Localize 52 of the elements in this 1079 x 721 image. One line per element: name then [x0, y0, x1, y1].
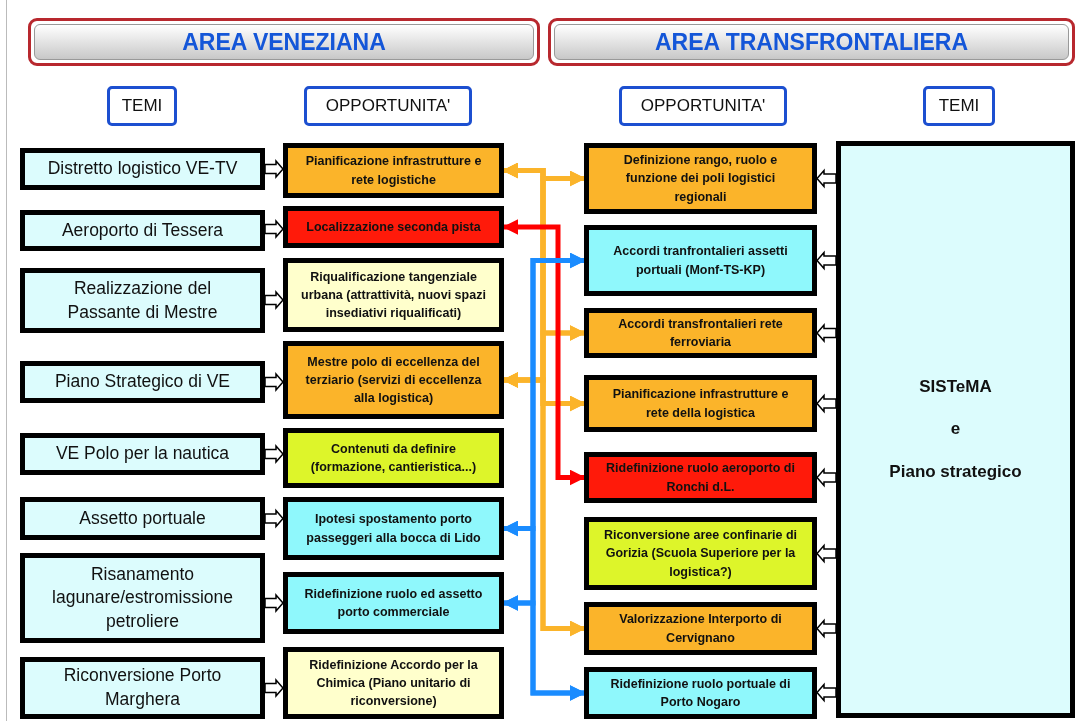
block-arrow	[264, 593, 284, 613]
opportunity-box: Contenuti da definire (formazione, cantieristica...)	[283, 428, 504, 488]
block-arrow	[816, 250, 837, 271]
opportunity-box: Accordi transfrontalieri rete ferroviaria	[584, 308, 817, 358]
opportunity-box: Definizione rango, ruolo e funzione dei poli logistici regionali	[584, 143, 817, 214]
column-header: OPPORTUNITA'	[304, 86, 472, 126]
block-arrow	[264, 372, 284, 392]
block-arrow	[264, 508, 284, 529]
box-text: SISTeMA	[919, 375, 992, 398]
opportunity-box: Localizzazione seconda pista	[283, 206, 504, 248]
block-arrow	[264, 290, 284, 310]
theme-box: VE Polo per la nautica	[20, 433, 265, 475]
theme-box: Assetto portuale	[20, 497, 265, 540]
block-arrow	[264, 219, 284, 239]
block-arrow	[264, 159, 284, 179]
box-text: Piano strategico	[889, 460, 1022, 483]
theme-box: Aeroporto di Tessera	[20, 210, 265, 251]
block-arrow	[264, 444, 284, 464]
connector-arrow	[502, 219, 586, 486]
section-header: AREA TRANSFRONTALIERA	[548, 18, 1075, 66]
block-arrow	[816, 393, 837, 414]
block-arrow	[816, 467, 837, 488]
theme-box: Risanamento lagunare/estromissione petroliere	[20, 553, 265, 643]
theme-box: Realizzazione del Passante di Mestre	[20, 268, 265, 333]
box-text: e	[950, 418, 961, 441]
block-arrow	[816, 543, 837, 564]
connector-arrow	[502, 595, 586, 701]
opportunity-box: Riconversione aree confinarie di Gorizia (Scuola Superiore per la logistica?)	[584, 517, 817, 590]
block-arrow	[816, 323, 837, 343]
block-arrow	[816, 618, 837, 639]
theme-box: Distretto logistico VE-TV	[20, 148, 265, 190]
opportunity-box: Mestre polo di eccellenza del terziario (servizi di eccellenza alla logistica)	[283, 341, 504, 419]
section-header: AREA VENEZIANA	[28, 18, 540, 66]
block-arrow	[816, 682, 837, 703]
opportunity-box: Ridefinizione ruolo portuale di Porto Nogaro	[584, 667, 817, 719]
column-header: TEMI	[107, 86, 177, 126]
opportunity-box: Ridefinizione ruolo ed assetto porto commerciale	[283, 572, 504, 634]
block-arrow	[816, 168, 837, 189]
opportunity-box: Ridefinizione ruolo aeroporto di Ronchi d.L.	[584, 452, 817, 503]
opportunity-box: Riqualificazione tangenziale urbana (attrattività, nuovi spazi insediativi riqualificati)	[283, 258, 504, 332]
block-arrow	[264, 678, 284, 698]
opportunity-box: Pianificazione infrastrutture e rete logistiche	[283, 143, 504, 198]
system-box	[836, 141, 1075, 718]
opportunity-box: Valorizzazione Interporto di Cervignano	[584, 602, 817, 655]
column-header: TEMI	[923, 86, 995, 126]
column-header: OPPORTUNITA'	[619, 86, 787, 126]
theme-box: Riconversione Porto Marghera	[20, 657, 265, 719]
opportunity-box: Ridefinizione Accordo per la Chimica (Piano unitario di riconversione)	[283, 647, 504, 719]
opportunity-box: Pianificazione infrastrutture e rete della logistica	[584, 375, 817, 432]
opportunity-box: Accordi tranfrontalieri assetti portuali (Monf-TS-KP)	[584, 225, 817, 296]
opportunity-box: Ipotesi spostamento porto passeggeri alla bocca di Lido	[283, 497, 504, 560]
theme-box: Piano Strategico di VE	[20, 361, 265, 403]
